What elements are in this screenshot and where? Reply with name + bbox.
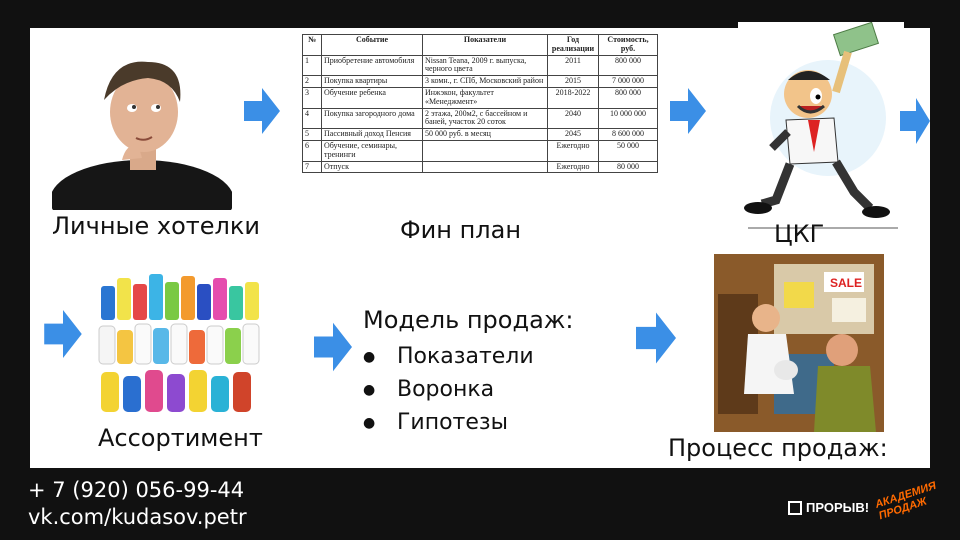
table-row: 4 Покупка загородного дома 2 этажа, 200м… <box>302 107 658 130</box>
table-cell: 2015 <box>547 75 599 88</box>
academy-logo: АКАДЕМИЯ ПРОДАЖ <box>873 479 938 522</box>
footer-vk-link[interactable]: vk.com/kudasov.petr <box>28 505 247 529</box>
fin-plan-table: № Событие Показатели Год реализации Стои… <box>302 34 658 216</box>
table-header-row: № Событие Показатели Год реализации Стои… <box>302 34 658 56</box>
sales-model-title: Модель продаж: <box>363 306 574 334</box>
table-cell: Ежегодно <box>547 160 599 174</box>
label-assortment: Ассортимент <box>98 424 263 452</box>
table-cell: 800 000 <box>598 54 658 77</box>
label-tsg: ЦКГ <box>774 220 825 248</box>
household-products-photo <box>95 264 263 416</box>
table-cell: 2 <box>302 75 322 88</box>
label-sales-process: Процесс продаж: <box>668 434 888 462</box>
arrow-right-icon <box>44 310 82 358</box>
table-header: Стоимость, руб. <box>598 34 658 56</box>
arrow-right-icon <box>900 98 930 144</box>
sales-model-list: ●Показатели ●Воронка ●Гипотезы <box>363 340 534 439</box>
table-cell: Ежегодно <box>547 139 599 162</box>
table-cell: Отпуск <box>321 160 423 174</box>
table-cell: 4 <box>302 107 322 130</box>
thinking-man-photo <box>50 40 234 240</box>
label-personal-wishes: Личные хотелки <box>52 212 260 240</box>
table-cell: 3 комн., г. СПб, Московский район <box>422 75 548 88</box>
arrow-right-icon <box>314 322 352 372</box>
table-cell: 6 <box>302 139 322 162</box>
table-cell: Обучение, семинары, тренинги <box>321 139 423 162</box>
table-cell: 3 <box>302 86 322 109</box>
table-row: 1 Приобретение автомобиля Nissan Teana, … <box>302 54 658 77</box>
running-man-with-money <box>738 21 904 240</box>
table-cell: 10 000 000 <box>598 107 658 130</box>
table-cell: Обучение ребенка <box>321 86 423 109</box>
label-fin-plan: Фин план <box>400 216 522 244</box>
table-cell: Инжэкон, факультет «Менеджмент» <box>422 86 548 109</box>
arrow-right-icon <box>244 88 280 134</box>
table-cell: 80 000 <box>598 160 658 174</box>
table-row: 3 Обучение ребенка Инжэкон, факультет «М… <box>302 86 658 109</box>
table-row: 5 Пассивный доход Пенсия 50 000 руб. в м… <box>302 128 658 141</box>
table-cell: 2018-2022 <box>547 86 599 109</box>
table-cell: 2040 <box>547 107 599 130</box>
list-item: ●Воронка <box>363 377 495 402</box>
table-cell: Пассивный доход Пенсия <box>321 128 423 141</box>
table-cell: 800 000 <box>598 86 658 109</box>
table-cell: 5 <box>302 128 322 141</box>
arrow-right-icon <box>636 310 676 366</box>
table-row: 6 Обучение, семинары, тренинги Ежегодно … <box>302 139 658 162</box>
table-header: № <box>302 34 322 56</box>
svg-text:SALE: SALE <box>830 276 862 290</box>
slide: № Событие Показатели Год реализации Стои… <box>30 21 930 468</box>
shop-sale-illustration: SALE <box>714 254 884 432</box>
table-cell: 50 000 <box>598 139 658 162</box>
table-cell: Приобретение автомобиля <box>321 54 423 77</box>
table-header: Год реализации <box>547 34 599 56</box>
table-cell: 2 этажа, 200м2, с бассейном и баней, уча… <box>422 107 548 130</box>
table-cell: 1 <box>302 54 322 77</box>
table-header: Событие <box>321 34 423 56</box>
list-item: ●Показатели <box>363 344 534 369</box>
table-cell: 7 <box>302 160 322 174</box>
table-cell: Nissan Teana, 2009 г. выпуска, черного ц… <box>422 54 548 77</box>
table-cell: 7 000 000 <box>598 75 658 88</box>
arrow-right-icon <box>670 88 706 134</box>
table-cell: 50 000 руб. в месяц <box>422 128 548 141</box>
list-item: ●Гипотезы <box>363 410 508 435</box>
table-row: 2 Покупка квартиры 3 комн., г. СПб, Моск… <box>302 75 658 88</box>
table-cell: Покупка загородного дома <box>321 107 423 130</box>
table-cell: Покупка квартиры <box>321 75 423 88</box>
external-link-icon <box>788 500 802 515</box>
table-row: 7 Отпуск Ежегодно 80 000 <box>302 160 658 174</box>
table-cell: 2011 <box>547 54 599 77</box>
footer-phone: + 7 (920) 056-99-44 <box>28 478 245 502</box>
brand-name: ПРОРЫВ! <box>806 500 870 515</box>
table-cell <box>422 160 548 174</box>
table-cell: 8 600 000 <box>598 128 658 141</box>
table-cell: 2045 <box>547 128 599 141</box>
brand-logo: ПРОРЫВ! <box>788 500 869 515</box>
table-header: Показатели <box>422 34 548 56</box>
table-cell <box>422 139 548 162</box>
